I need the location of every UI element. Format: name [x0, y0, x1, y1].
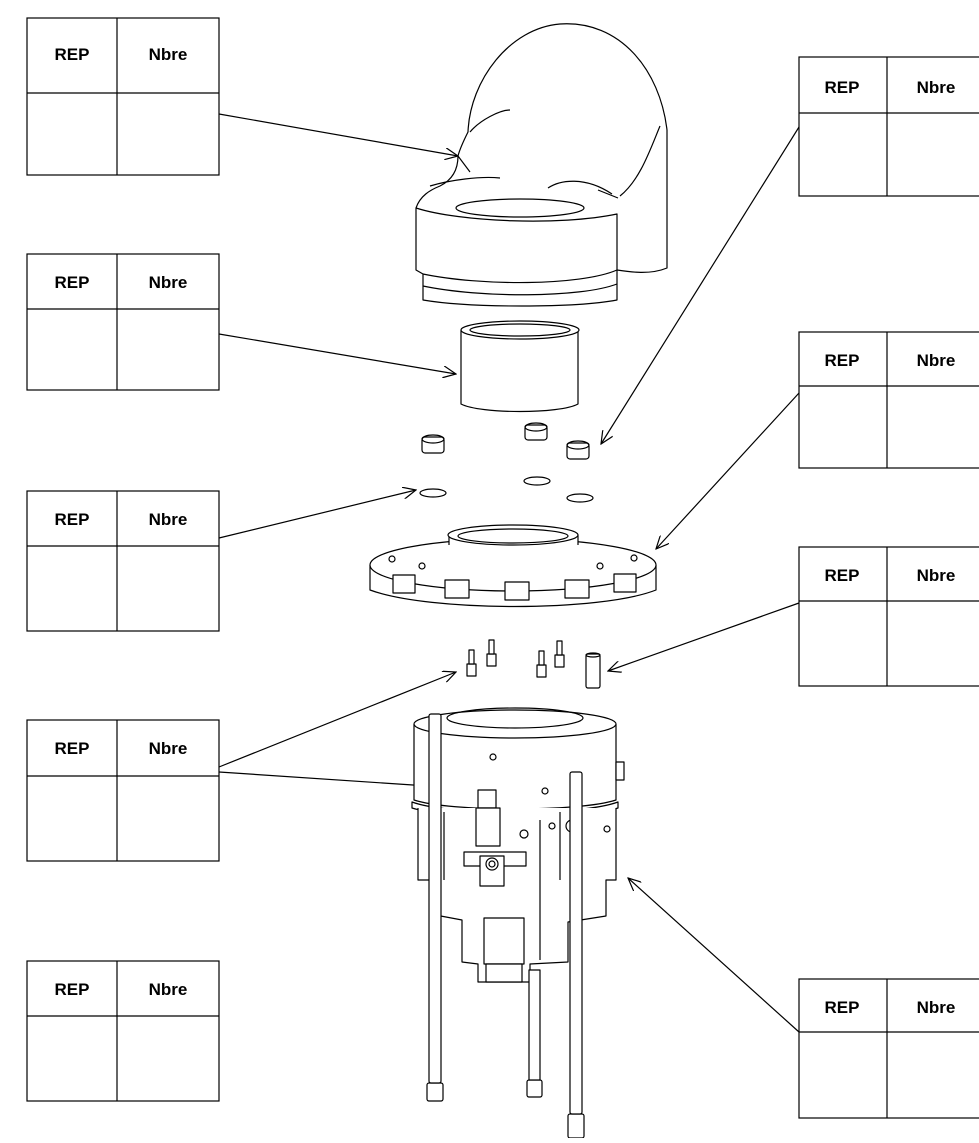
part-top-housing — [415, 23, 668, 307]
table-4-rep-header: REP — [55, 739, 90, 758]
table-7 — [798, 331, 979, 469]
table-4 — [26, 719, 220, 862]
part-nuts — [421, 422, 590, 460]
table-5-nbre-header: Nbre — [149, 980, 188, 999]
table-7-rep-header: REP — [825, 351, 860, 370]
table-5 — [26, 960, 220, 1102]
table-8-rep-header: REP — [825, 566, 860, 585]
table-2 — [26, 253, 220, 391]
part-washers — [419, 476, 594, 503]
table-8-nbre-header: Nbre — [917, 566, 956, 585]
table-8 — [798, 546, 979, 687]
part-actuator-body — [411, 707, 625, 983]
table-3-nbre-header: Nbre — [149, 510, 188, 529]
arrow-to-short-screws — [218, 672, 456, 768]
part-flange — [369, 524, 657, 608]
table-1 — [26, 17, 220, 176]
part-short-screws — [466, 639, 565, 678]
table-5-rep-header: REP — [55, 980, 90, 999]
part-long-screws — [426, 713, 585, 1139]
arrow-to-top-housing — [218, 113, 458, 156]
table-6-rep-header: REP — [825, 78, 860, 97]
leader-arrows — [218, 113, 800, 1033]
table-2-nbre-header: Nbre — [149, 273, 188, 292]
arrow-to-pin — [608, 602, 800, 671]
parts — [369, 23, 668, 1139]
table-7-nbre-header: Nbre — [917, 351, 956, 370]
table-6-nbre-header: Nbre — [917, 78, 956, 97]
arrow-to-nuts — [601, 126, 800, 444]
arrow-to-actuator-body — [628, 878, 800, 1033]
table-3-rep-header: REP — [55, 510, 90, 529]
arrow-to-sleeve — [218, 333, 456, 374]
table-4-nbre-header: Nbre — [149, 739, 188, 758]
arrow-to-washers — [218, 490, 416, 539]
arrow-to-long-screws — [218, 771, 428, 786]
arrow-to-flange — [656, 392, 800, 549]
table-9-rep-header: REP — [825, 998, 860, 1017]
table-6 — [798, 56, 979, 197]
table-2-rep-header: REP — [55, 273, 90, 292]
part-sleeve — [460, 320, 580, 413]
table-9-nbre-header: Nbre — [917, 998, 956, 1017]
table-3 — [26, 490, 220, 632]
table-1-nbre-header: Nbre — [149, 45, 188, 64]
table-1-rep-header: REP — [55, 45, 90, 64]
table-9 — [798, 978, 979, 1119]
part-pin — [585, 652, 601, 689]
